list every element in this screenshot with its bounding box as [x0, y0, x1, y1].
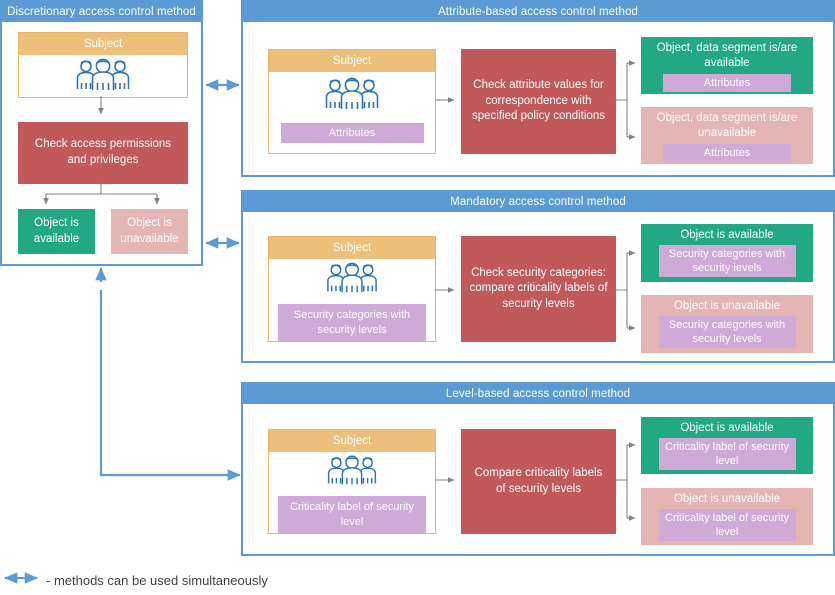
- panel-attribute-based-body: Subject: [243, 22, 833, 175]
- attribute-subject-body: Attributes: [269, 72, 435, 153]
- panel-level-based-title: Level-based access control method: [243, 384, 833, 404]
- panel-discretionary: Discretionary access control method Subj…: [0, 0, 203, 266]
- mandatory-process-box: Check security categories: compare criti…: [461, 236, 616, 342]
- panel-mandatory-body: Subject: [243, 212, 833, 361]
- panel-discretionary-body: Subject: [2, 22, 201, 264]
- people-group-icon: [321, 262, 383, 301]
- attribute-subject-tag: Attributes: [280, 123, 424, 143]
- panel-discretionary-title: Discretionary access control method: [2, 2, 201, 22]
- level-subject-body: Criticality label of security level: [269, 452, 435, 533]
- mandatory-outcome-unavailable: Object is unavailable Security categorie…: [641, 295, 813, 353]
- level-outcome-unavailable: Object is unavailable Criticality label …: [641, 488, 813, 545]
- level-outcome-unavailable-title: Object is unavailable: [673, 493, 781, 505]
- mandatory-outcome-available-tag: Security categories with security levels: [658, 244, 796, 277]
- panel-attribute-based-title: Attribute-based access control method: [243, 2, 833, 22]
- legend: - methods can be used simultaneously: [0, 568, 400, 592]
- legend-label: - methods can be used simultaneously: [46, 572, 268, 588]
- people-group-icon: [321, 77, 383, 118]
- level-subject-tag: Criticality label of security level: [278, 496, 426, 533]
- people-group-icon: [321, 455, 383, 493]
- mandatory-outcome-available-title: Object is available: [680, 229, 774, 241]
- level-outcome-unavailable-tag: Criticality label of security level: [658, 508, 796, 541]
- discretionary-subject-body: [19, 55, 187, 97]
- attribute-subject-title: Subject: [269, 50, 435, 72]
- discretionary-result-unavailable: Object is unavailable: [111, 209, 188, 254]
- simultaneous-connector-panel1-panel4: [95, 267, 241, 481]
- discretionary-subject-title: Subject: [19, 33, 187, 55]
- mandatory-subject-title: Subject: [269, 237, 435, 259]
- attribute-outcome-available-tag: Attributes: [663, 73, 791, 92]
- mandatory-outcome-available: Object is available Security categories …: [641, 224, 813, 282]
- discretionary-process-box: Check access permissions and privileges: [18, 122, 188, 184]
- attribute-outcome-available: Object, data segment is/are available At…: [641, 37, 813, 94]
- mandatory-subject-tag: Security categories with security levels: [278, 304, 426, 341]
- attribute-subject-card: Subject: [268, 49, 436, 154]
- level-outcome-available-tag: Criticality label of security level: [658, 437, 796, 470]
- people-group-icon: [72, 58, 134, 99]
- discretionary-result-available: Object is available: [18, 209, 95, 254]
- level-process-box: Compare criticality labels of security l…: [461, 429, 616, 534]
- level-subject-card: Subject: [268, 429, 436, 534]
- panel-mandatory: Mandatory access control method Subject: [241, 190, 835, 363]
- mandatory-outcome-unavailable-tag: Security categories with security levels: [658, 315, 796, 348]
- attribute-outcome-unavailable-tag: Attributes: [663, 143, 791, 162]
- attribute-outcome-unavailable-title: Object, data segment is/are unavailable: [656, 112, 798, 139]
- panel-level-based-body: Subject: [243, 404, 833, 554]
- attribute-outcome-unavailable: Object, data segment is/are unavailable …: [641, 107, 813, 164]
- level-outcome-available-title: Object is available: [680, 422, 774, 434]
- panel-mandatory-title: Mandatory access control method: [243, 192, 833, 212]
- panel-level-based: Level-based access control method Subjec…: [241, 382, 835, 556]
- panel-attribute-based: Attribute-based access control method Su…: [241, 0, 835, 177]
- double-arrow-icon: [0, 571, 42, 590]
- discretionary-subject-card: Subject: [18, 32, 188, 98]
- attribute-process-box: Check attribute values for correspondenc…: [461, 49, 616, 154]
- mandatory-subject-body: Security categories with security levels: [269, 259, 435, 341]
- mandatory-outcome-unavailable-title: Object is unavailable: [673, 300, 781, 312]
- level-subject-title: Subject: [269, 430, 435, 452]
- mandatory-subject-card: Subject: [268, 236, 436, 342]
- attribute-outcome-available-title: Object, data segment is/are available: [656, 42, 798, 69]
- level-outcome-available: Object is available Criticality label of…: [641, 417, 813, 474]
